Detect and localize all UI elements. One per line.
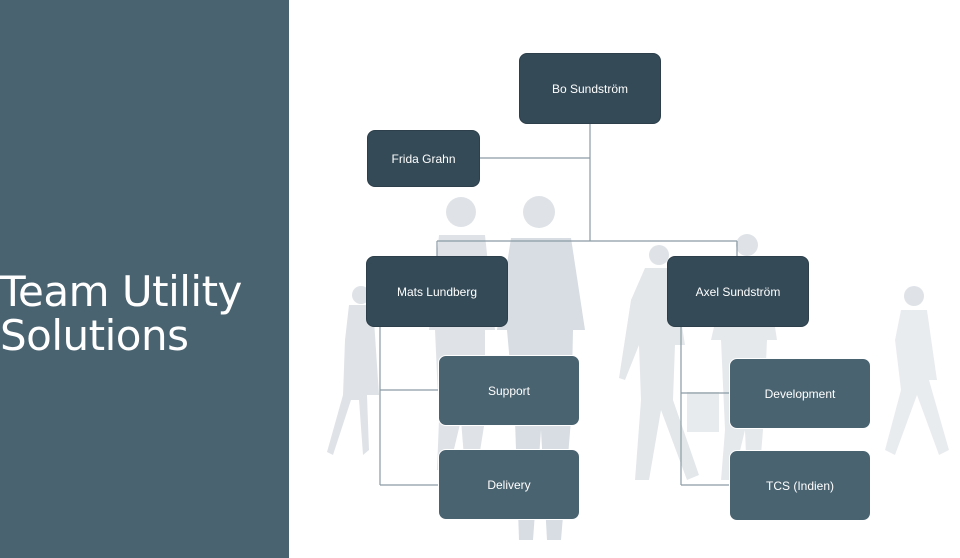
org-node-label: Bo Sundström (551, 81, 629, 96)
org-node-label: Delivery (487, 477, 531, 492)
slide-title: Team Utility Solutions (0, 267, 242, 360)
org-node-right-manager[interactable]: Axel Sundström (667, 256, 809, 327)
org-node-assistant[interactable]: Frida Grahn (367, 130, 480, 187)
org-node-label: Mats Lundberg (396, 284, 478, 299)
org-node-delivery[interactable]: Delivery (438, 449, 580, 520)
org-node-label: Support (487, 383, 531, 398)
org-node-support[interactable]: Support (438, 355, 580, 426)
title-panel (0, 0, 289, 558)
org-node-label: Frida Grahn (391, 151, 456, 166)
org-node-label: Axel Sundström (695, 284, 781, 299)
org-node-left-manager[interactable]: Mats Lundberg (366, 256, 508, 327)
org-node-ceo[interactable]: Bo Sundström (519, 53, 661, 124)
org-node-label: TCS (Indien) (765, 478, 835, 493)
org-node-tcs[interactable]: TCS (Indien) (729, 450, 871, 521)
org-node-label: Development (764, 386, 836, 401)
org-node-development[interactable]: Development (729, 358, 871, 429)
